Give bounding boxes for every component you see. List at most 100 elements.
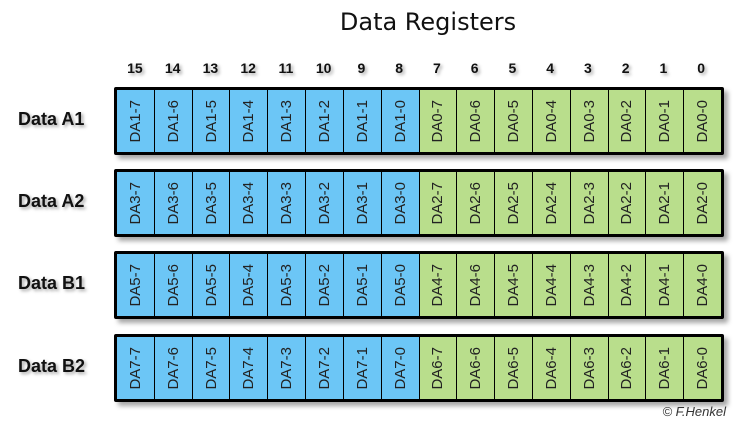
bit-number: 8 xyxy=(395,60,404,76)
cell-label: DA1-5 xyxy=(202,99,220,143)
register-cell: DA0-2 xyxy=(608,90,646,152)
register-cell: DA0-1 xyxy=(646,90,684,152)
cell-label: DA1-2 xyxy=(315,99,333,143)
cell-label: DA2-1 xyxy=(656,181,674,225)
register-cell: DA3-1 xyxy=(343,172,381,234)
cell-label: DA3-1 xyxy=(353,181,371,225)
register-cell: DA2-7 xyxy=(419,172,457,234)
cell-label: DA4-3 xyxy=(580,263,598,307)
register-cell: DA2-5 xyxy=(495,172,532,234)
bit-number: 12 xyxy=(240,60,256,76)
register-cell: DA5-1 xyxy=(343,254,381,316)
register-cell: DA2-3 xyxy=(570,172,608,234)
register-cell: DA6-7 xyxy=(419,337,457,399)
cell-label: DA4-4 xyxy=(542,263,560,307)
cell-label: DA5-5 xyxy=(202,263,220,307)
register-cell: DA7-2 xyxy=(306,337,343,399)
register-cell: DA1-1 xyxy=(343,90,381,152)
cell-label: DA4-5 xyxy=(505,263,523,307)
cell-label: DA7-5 xyxy=(202,346,220,390)
cell-label: DA1-0 xyxy=(391,99,409,143)
register-cell: DA1-0 xyxy=(381,90,419,152)
register-cell: DA3-2 xyxy=(306,172,343,234)
register-cell: DA1-6 xyxy=(154,90,192,152)
cell-label: DA0-6 xyxy=(467,99,485,143)
register-cell: DA4-6 xyxy=(457,254,495,316)
cell-label: DA2-7 xyxy=(429,181,447,225)
register-cell: DA0-7 xyxy=(419,90,457,152)
register-cell: DA1-4 xyxy=(230,90,268,152)
register-cell: DA5-6 xyxy=(154,254,192,316)
register-cell: DA2-1 xyxy=(646,172,684,234)
register-cell: DA7-0 xyxy=(381,337,419,399)
cell-label: DA3-7 xyxy=(126,181,144,225)
bit-number: 1 xyxy=(659,60,668,76)
cell-label: DA6-7 xyxy=(429,346,447,390)
register-label: Data A1 xyxy=(18,109,85,129)
cell-label: DA4-0 xyxy=(694,263,712,307)
register-cell: DA4-1 xyxy=(646,254,684,316)
cell-label: DA6-0 xyxy=(694,346,712,390)
register-cell: DA4-5 xyxy=(495,254,532,316)
cell-label: DA3-0 xyxy=(391,181,409,225)
register-cell: DA5-0 xyxy=(381,254,419,316)
register-label: Data B2 xyxy=(18,356,86,376)
cell-label: DA1-7 xyxy=(126,99,144,143)
cell-label: DA3-3 xyxy=(278,181,296,225)
bit-number: 11 xyxy=(278,60,294,76)
register-cell: DA2-0 xyxy=(684,172,721,234)
register-cell: DA6-2 xyxy=(608,337,646,399)
register-cell: DA2-6 xyxy=(457,172,495,234)
register-cell: DA5-3 xyxy=(268,254,306,316)
cell-label: DA7-7 xyxy=(126,346,144,390)
register-cell: DA4-4 xyxy=(532,254,570,316)
register-cell: DA4-2 xyxy=(608,254,646,316)
cell-label: DA0-2 xyxy=(618,99,636,143)
register-cell: DA4-0 xyxy=(684,254,721,316)
cell-label: DA6-5 xyxy=(505,346,523,390)
cell-label: DA2-0 xyxy=(694,181,712,225)
cell-label: DA5-3 xyxy=(278,263,296,307)
cell-label: DA7-6 xyxy=(164,346,182,390)
cell-label: DA2-3 xyxy=(580,181,598,225)
register-cell: DA4-3 xyxy=(570,254,608,316)
register-label: Data A2 xyxy=(18,191,85,211)
register-cell: DA3-5 xyxy=(192,172,230,234)
register-cell: DA0-3 xyxy=(570,90,608,152)
register-cell: DA6-3 xyxy=(570,337,608,399)
cell-label: DA5-7 xyxy=(126,263,144,307)
register-cell: DA3-6 xyxy=(154,172,192,234)
bit-number: 2 xyxy=(621,60,630,76)
register-label: Data B1 xyxy=(18,273,86,293)
register-cell: DA5-4 xyxy=(230,254,268,316)
register-cell: DA5-5 xyxy=(192,254,230,316)
register-cell: DA1-7 xyxy=(117,90,154,152)
bit-number: 4 xyxy=(546,60,555,76)
cell-label: DA7-0 xyxy=(391,346,409,390)
cell-label: DA5-4 xyxy=(240,263,258,307)
bit-number: 14 xyxy=(164,60,181,76)
cell-label: DA7-4 xyxy=(240,346,258,390)
cell-label: DA1-1 xyxy=(353,99,371,143)
cell-label: DA2-4 xyxy=(542,181,560,225)
cell-label: DA7-2 xyxy=(315,346,333,390)
register-cell: DA6-5 xyxy=(495,337,532,399)
cell-label: DA5-1 xyxy=(353,263,371,307)
register-cell: DA2-2 xyxy=(608,172,646,234)
cell-label: DA0-7 xyxy=(429,99,447,143)
cell-label: DA4-2 xyxy=(618,263,636,307)
cell-label: DA4-6 xyxy=(467,263,485,307)
cell-label: DA6-1 xyxy=(656,346,674,390)
cell-label: DA0-4 xyxy=(542,99,560,143)
cell-label: DA4-1 xyxy=(656,263,674,307)
register-row: Data B2 DA7-7 DA7-6 DA7-5 DA7-4 DA7-3 DA7-2 DA7… xyxy=(0,334,744,402)
register-cell: DA0-4 xyxy=(532,90,570,152)
cell-label: DA7-3 xyxy=(278,346,296,390)
register-cell: DA6-6 xyxy=(457,337,495,399)
cell-label: DA1-3 xyxy=(278,99,296,143)
register-cell: DA7-4 xyxy=(230,337,268,399)
cell-label: DA1-6 xyxy=(164,99,182,143)
